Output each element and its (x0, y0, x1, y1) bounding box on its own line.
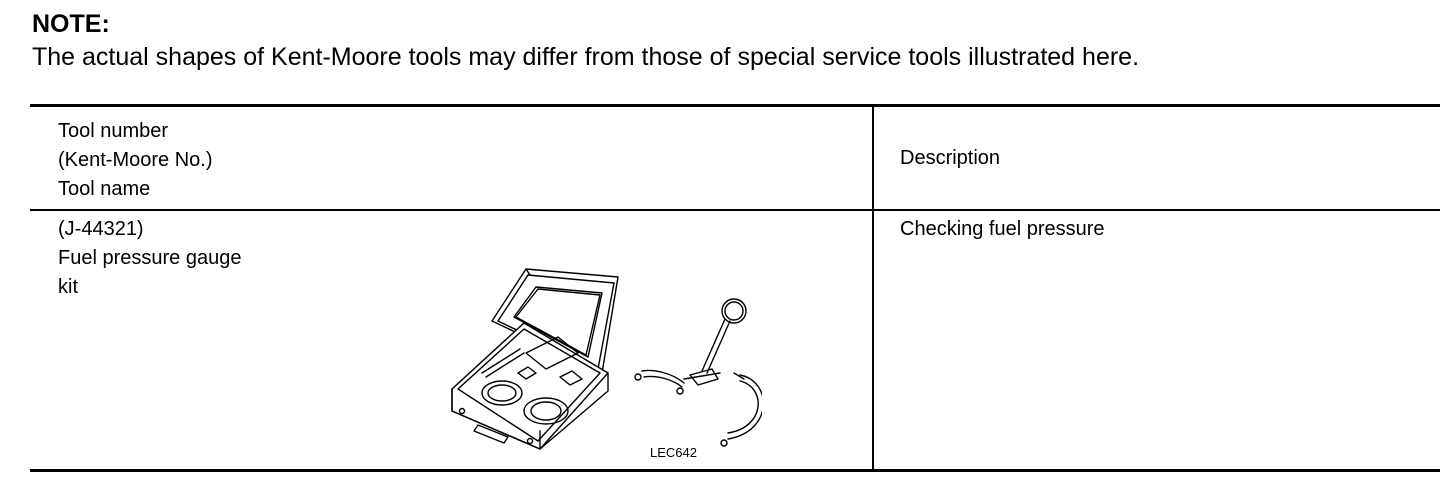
figure-label: LEC642 (650, 445, 697, 460)
long-hose (720, 372, 762, 447)
header-kent-moore-no: (Kent-Moore No.) (58, 149, 213, 171)
tool-info: (J-44321) Fuel pressure gauge kit (58, 215, 241, 302)
tool-description: Checking fuel pressure (900, 218, 1105, 240)
short-hose (634, 369, 685, 395)
special-service-tools-table: Tool number (Kent-Moore No.) Tool name D… (30, 104, 1440, 472)
header-tool-name: Tool name (58, 178, 151, 200)
case-base (451, 322, 609, 450)
note-text: The actual shapes of Kent-Moore tools ma… (32, 43, 1140, 71)
column-divider (872, 107, 874, 469)
tool-name-line-1: Fuel pressure gauge (58, 247, 242, 269)
tool-kent-moore-number: (J-44321) (58, 218, 144, 240)
table-row: (J-44321) Fuel pressure gauge kit Checki… (30, 211, 1440, 470)
header-description: Description (900, 147, 1001, 169)
header-tool-number: Tool number (58, 120, 169, 142)
pressure-gauge (683, 298, 747, 386)
header-tool-column: Tool number (Kent-Moore No.) Tool name (58, 117, 213, 204)
case-lid (491, 268, 619, 374)
fuel-pressure-gauge-kit-illustration (451, 268, 762, 450)
tool-name-line-2: kit (58, 276, 78, 298)
note-heading: NOTE: (32, 10, 110, 38)
table-header-row: Tool number (Kent-Moore No.) Tool name D… (30, 107, 1440, 211)
